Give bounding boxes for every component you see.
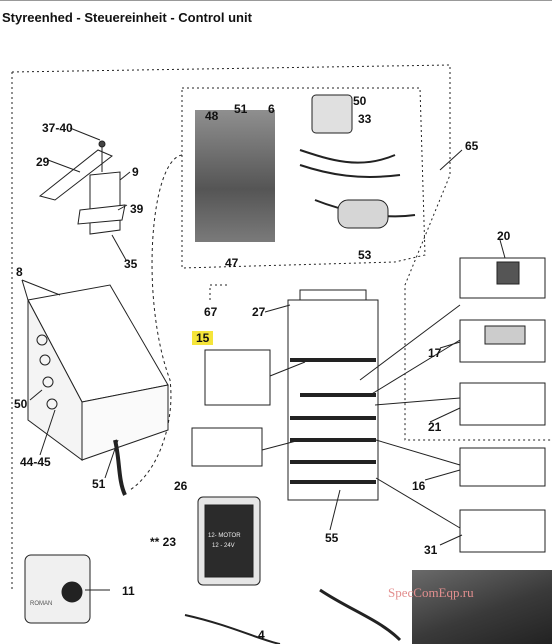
callout-39: 39 xyxy=(130,202,144,216)
callout-50-left: 50 xyxy=(14,397,28,411)
callout-26: 26 xyxy=(174,479,188,493)
callout-31: 31 xyxy=(424,543,438,557)
callout-51-bottom: 51 xyxy=(92,477,106,491)
callout-35: 35 xyxy=(124,257,138,271)
cable-group-outline xyxy=(181,87,426,269)
callout-44-45: 44-45 xyxy=(20,455,51,469)
callout-55: 55 xyxy=(325,531,339,545)
board-16 xyxy=(459,447,546,487)
bracket-plate-9 xyxy=(89,171,121,235)
connector-photo xyxy=(195,110,275,242)
cable-harness xyxy=(299,149,396,164)
callout-29: 29 xyxy=(36,155,50,169)
callout-21: 21 xyxy=(428,420,442,434)
cable-4 xyxy=(184,614,281,644)
callout-6: 6 xyxy=(268,102,275,116)
cable-51 xyxy=(113,439,127,496)
callout-37-40: 37-40 xyxy=(42,121,73,135)
board-21 xyxy=(459,382,546,426)
connector-plate-50 xyxy=(311,94,353,134)
callout-53: 53 xyxy=(358,248,372,262)
callout-23: ** 23 xyxy=(150,535,177,549)
callout-20: 20 xyxy=(497,229,511,243)
board-15 xyxy=(204,349,271,406)
enclosure-23-label: 12- MOTOR xyxy=(208,533,241,539)
callout-9: 9 xyxy=(132,165,139,179)
outer-dotted-boundary xyxy=(11,64,552,441)
callout-16: 16 xyxy=(412,479,426,493)
connector-53 xyxy=(337,199,389,229)
callout-17: 17 xyxy=(428,346,442,360)
watermark: SpecComEqp.ru xyxy=(388,585,474,600)
callout-50-top: 50 xyxy=(353,94,367,108)
enclosure-23-sublabel: 12 - 24V xyxy=(212,543,235,549)
box-11-label: ROMAN xyxy=(30,601,53,607)
board-31 xyxy=(459,509,546,553)
callout-8: 8 xyxy=(16,265,23,279)
callout-33: 33 xyxy=(358,112,372,126)
callout-4: 4 xyxy=(258,628,265,642)
callout-48: 48 xyxy=(205,109,219,123)
dashed-connector-line xyxy=(129,154,183,491)
callout-27: 27 xyxy=(252,305,266,319)
bracket-arm-29 xyxy=(38,149,113,201)
page-title: Styreenhed - Steuereinheit - Control uni… xyxy=(2,10,252,25)
board-26 xyxy=(191,427,263,467)
callout-67: 67 xyxy=(204,305,218,319)
corner-photo xyxy=(412,570,552,644)
callout-47: 47 xyxy=(225,256,239,270)
top-border-line xyxy=(0,0,552,1)
callout-51-top: 51 xyxy=(234,102,248,116)
callout-15-highlight: 15 xyxy=(192,331,214,345)
callout-11: 11 xyxy=(122,584,135,598)
box-11 xyxy=(24,554,91,624)
callout-65: 65 xyxy=(465,139,479,153)
mainboard-27 xyxy=(287,299,379,501)
